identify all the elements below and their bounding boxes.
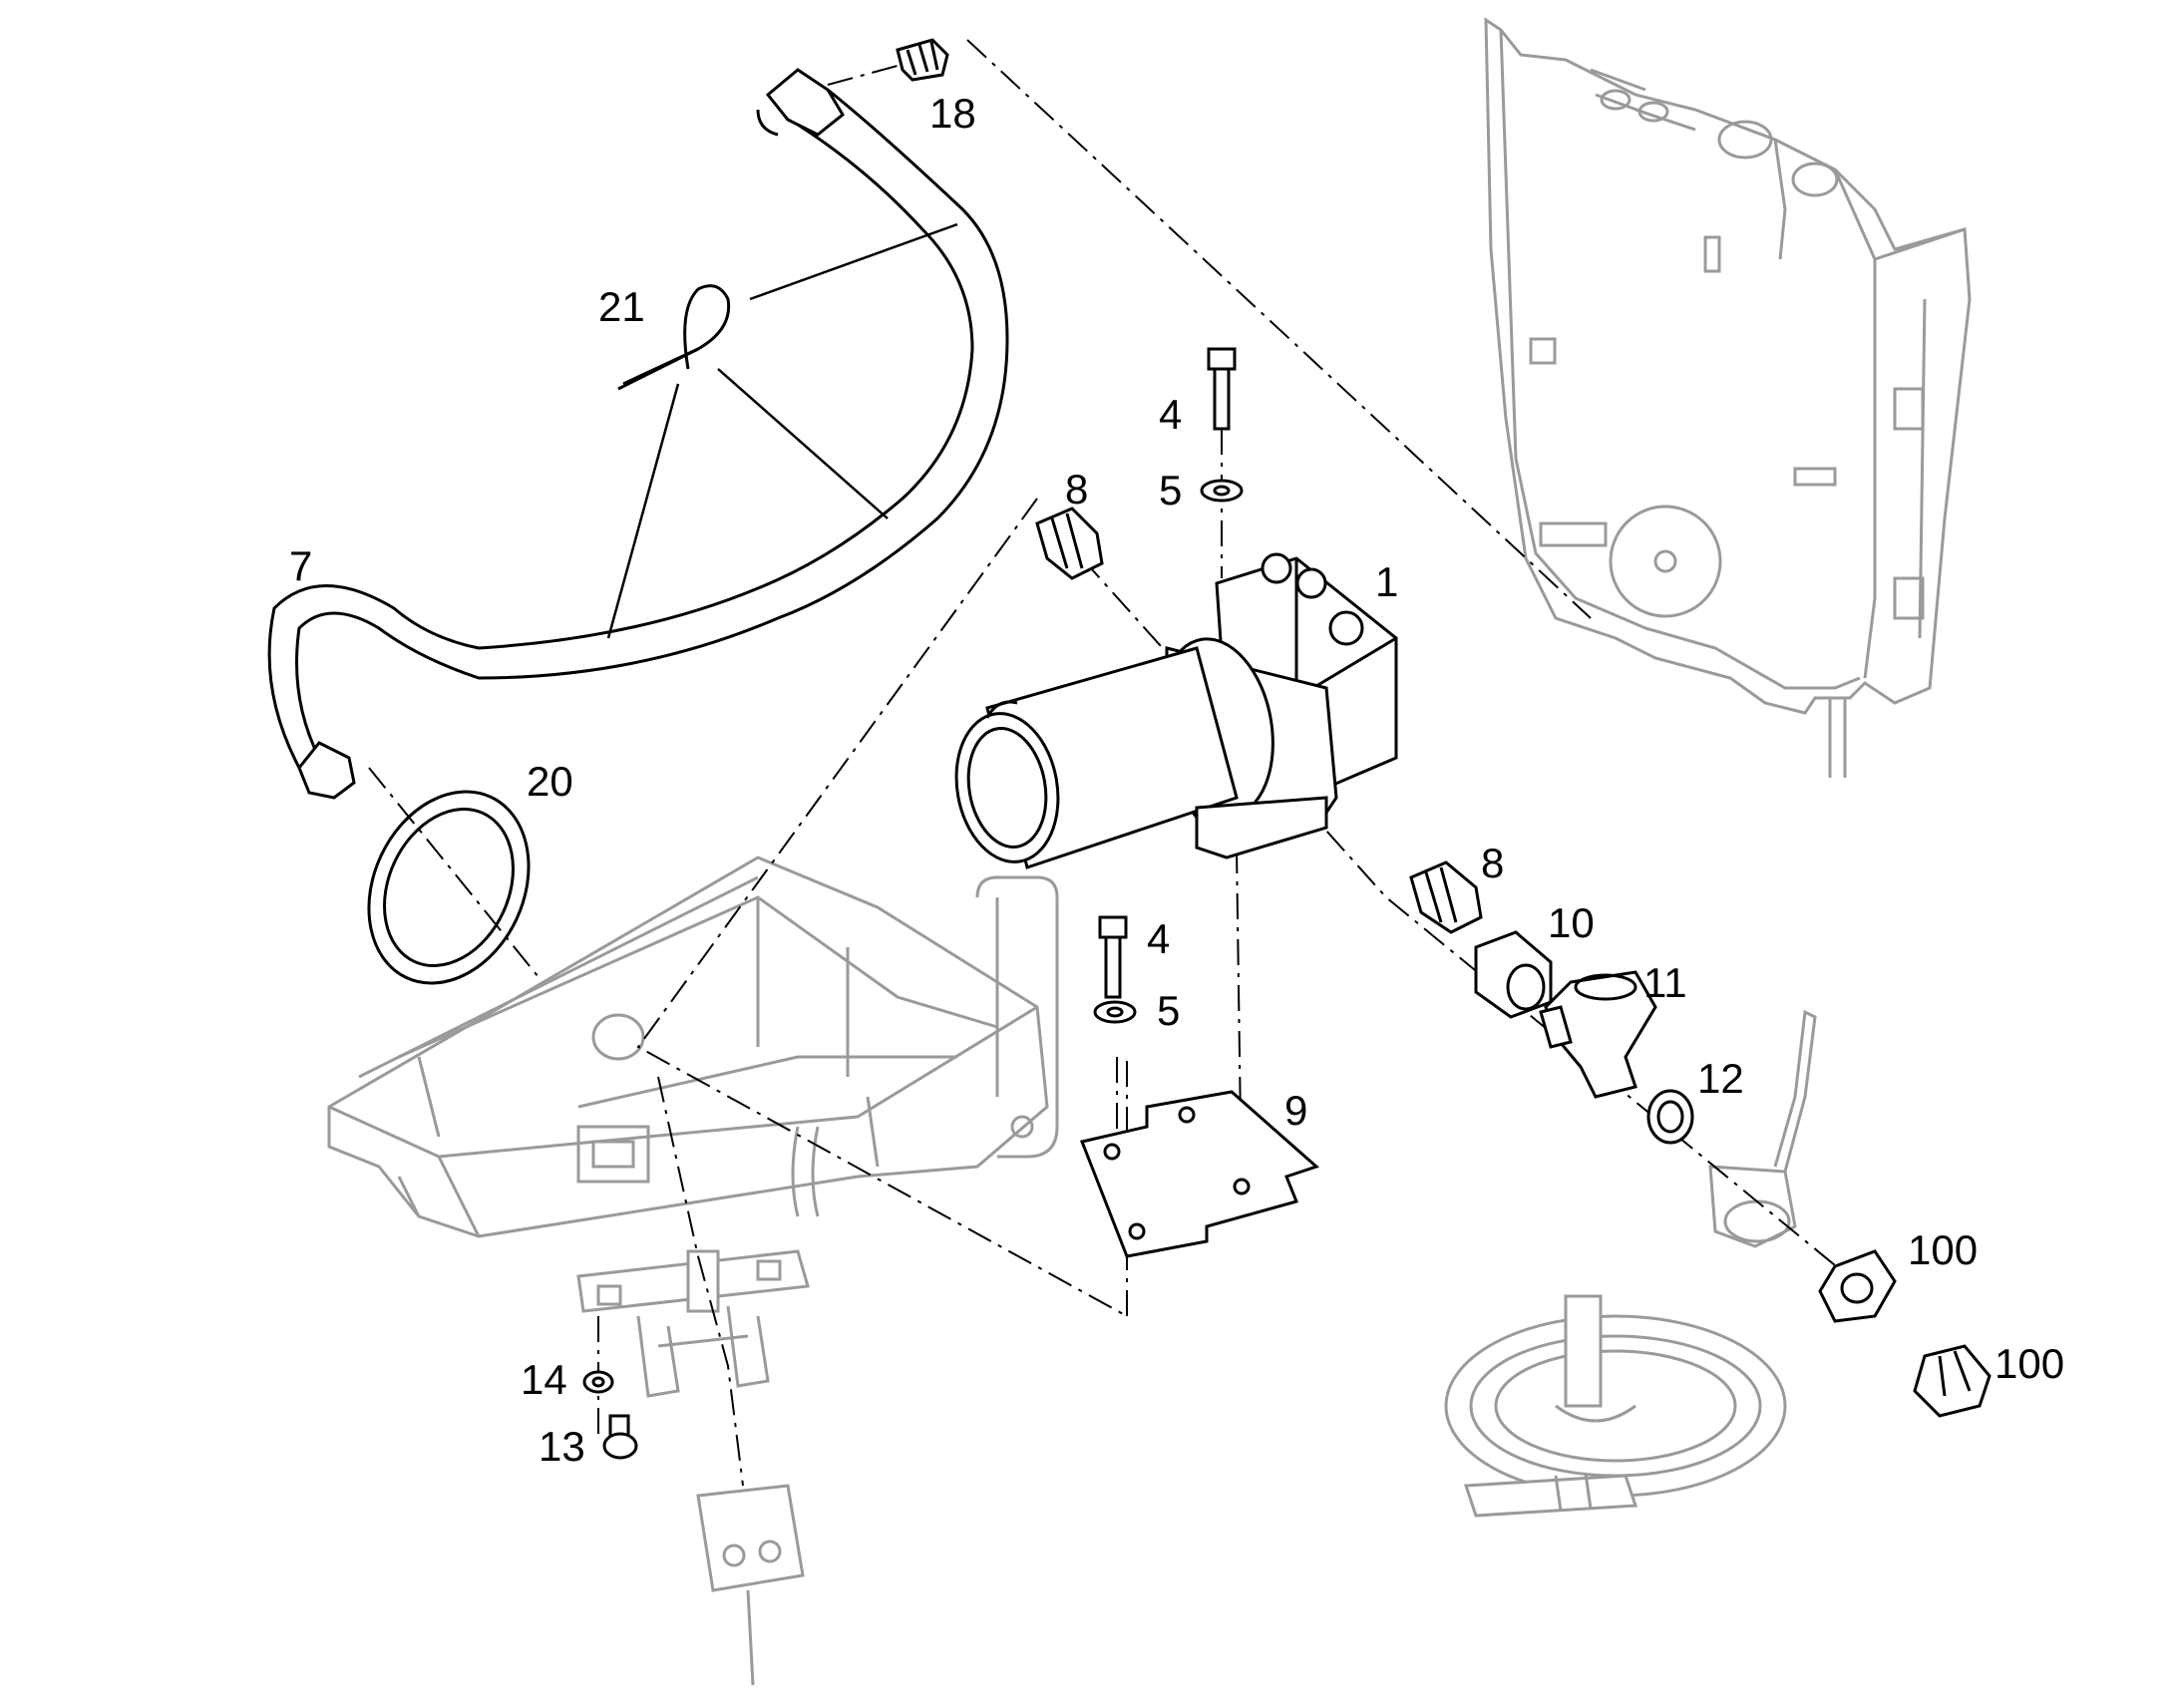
battery-tray-frame (327, 855, 1059, 1238)
callout-10: 10 (1548, 899, 1595, 946)
callout-4-upper: 4 (1159, 391, 1182, 438)
pump-motor-unit-1 (954, 552, 1398, 869)
fitting-12 (1646, 1089, 1694, 1145)
callout-1: 1 (1375, 558, 1398, 605)
coupling-100-b (1913, 1344, 1992, 1418)
ball-valve (1708, 1009, 1817, 1248)
callout-9: 9 (1284, 1087, 1307, 1134)
cable-tie-21 (617, 284, 731, 391)
callout-8-lower: 8 (1481, 840, 1504, 886)
callout-5-lower: 5 (1157, 987, 1180, 1034)
bolt-4-upper (1207, 347, 1237, 431)
fitting-8-lower (1409, 860, 1483, 934)
callout-100-a: 100 (1908, 1226, 1978, 1273)
washer-5-lower (1093, 1000, 1137, 1024)
callout-labels: 1 4 5 8 7 21 18 20 8 10 11 12 4 5 9 100 … (289, 90, 2064, 1470)
bolt-4-lower (1098, 915, 1128, 999)
callout-20: 20 (527, 758, 573, 805)
seal-ring-20 (367, 790, 531, 985)
callout-21: 21 (598, 283, 645, 330)
callout-5-upper: 5 (1159, 467, 1182, 513)
elbow-11 (1539, 970, 1657, 1099)
mounting-plate-9 (1079, 1090, 1319, 1258)
callout-4-lower: 4 (1147, 915, 1170, 962)
hydraulic-hose (267, 68, 1009, 800)
switch-bracket (576, 1249, 810, 1398)
fitting-10 (1474, 930, 1553, 1019)
callout-13: 13 (539, 1423, 585, 1470)
callout-8-upper: 8 (1065, 466, 1088, 512)
hydraulic-tank (1484, 17, 1972, 778)
fitting-8-upper (1035, 507, 1104, 580)
coupling-100-a (1818, 1249, 1897, 1323)
callout-11: 11 (1643, 959, 1687, 1006)
bolt-13 (602, 1414, 638, 1460)
fitting-18 (896, 38, 949, 82)
callout-14: 14 (521, 1356, 567, 1403)
control-box (696, 1484, 805, 1686)
callout-12: 12 (1697, 1055, 1744, 1102)
callout-7: 7 (289, 542, 312, 589)
washer-5-upper (1200, 479, 1244, 503)
callout-100-b: 100 (1995, 1340, 2064, 1387)
washer-14 (582, 1370, 614, 1394)
leader-lines (606, 222, 958, 639)
callout-18: 18 (929, 90, 976, 137)
cable-coil (1444, 1294, 1787, 1518)
